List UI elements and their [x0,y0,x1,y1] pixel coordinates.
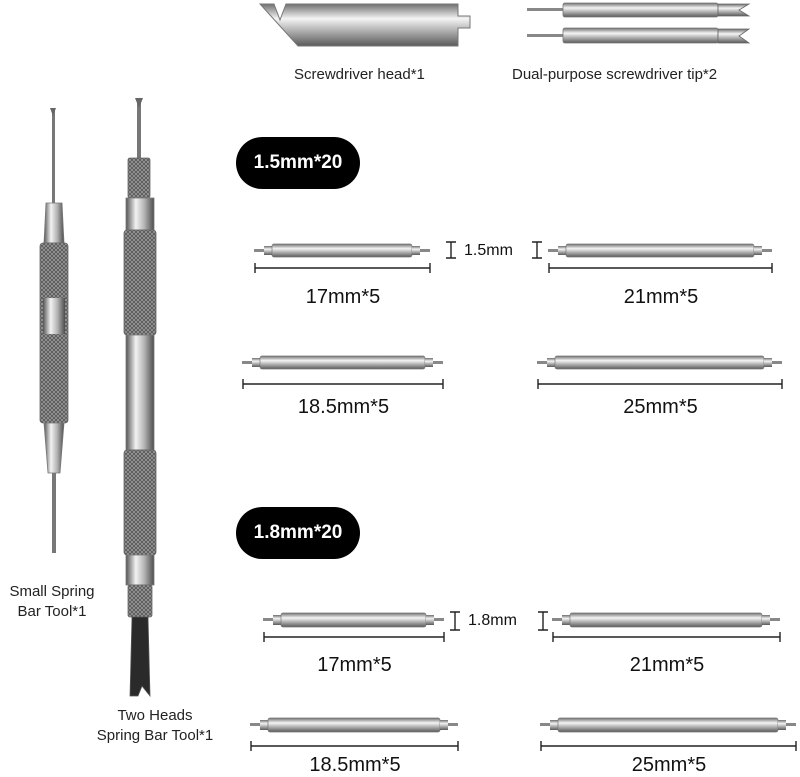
two-heads-label-line1: Two Heads [117,707,193,724]
small-spring-bar-tool-image [39,108,69,553]
two-heads-label-line2: Spring Bar Tool*1 [96,727,214,744]
group1-bar-25mm-label: 25mm*5 [623,396,698,418]
two-heads-spring-bar-tool-image [123,98,157,698]
group1-bar-25mm [537,355,783,389]
group2-bar-25mm [540,717,797,751]
group2-diameter: 1.8mm [468,612,517,629]
group1-badge: 1.5mm*20 [236,137,360,189]
group1-bar-21mm-label: 21mm*5 [623,286,699,308]
group2-bar-18-5mm [250,717,459,751]
screwdriver-head-image [258,3,471,47]
small-tool-label-line2: Bar Tool*1 [17,603,87,620]
group2-bar-17mm-label: 17mm*5 [317,654,392,676]
group1-diameter-right-marker [532,241,542,259]
group1-bar-21mm [548,243,773,273]
group2-bar-18-5mm-label: 18.5mm*5 [309,754,401,776]
group2-badge: 1.8mm*20 [236,507,360,559]
group1-bar-17mm [254,243,431,273]
group1-diameter: 1.5mm [464,242,513,259]
group1-bar-18-5mm [242,355,444,389]
group1-bar-17mm-label: 17mm*5 [305,286,381,308]
group2-bar-21mm [552,612,781,642]
group2-diameter-right-marker [538,611,548,631]
group1-bar-18-5mm-label: 18.5mm*5 [297,396,390,418]
small-tool-label-line1: Small Spring [9,583,95,600]
screwdriver-head-label: Screwdriver head*1 [294,66,425,83]
dual-tip-label: Dual-purpose screwdriver tip*2 [512,66,718,83]
dual-tip-image-2 [527,27,751,44]
group2-bar-25mm-label: 25mm*5 [631,754,707,776]
group1-diameter-left-marker [446,241,456,259]
group2-bar-17mm [263,612,445,642]
group2-diameter-left-marker [450,611,460,631]
dual-tip-image-1 [527,2,751,18]
group2-bar-21mm-label: 21mm*5 [629,654,705,676]
